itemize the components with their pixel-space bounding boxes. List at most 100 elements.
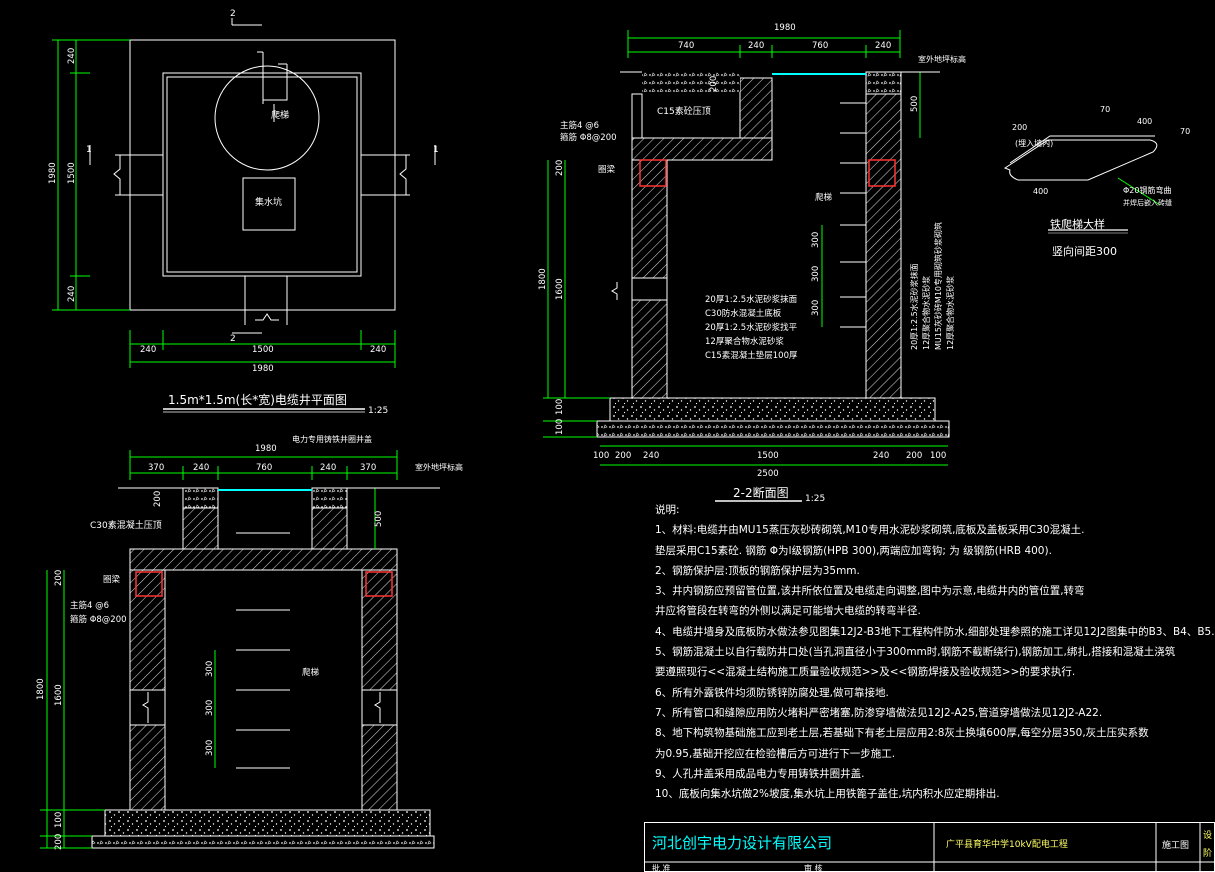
s22-wall-layer-2: MU15灰砂砖M10专用砌筑砂浆砌筑 xyxy=(933,222,943,350)
s22-ldim-100a: 100 xyxy=(555,399,565,415)
plan-ldim-1500: 1500 xyxy=(67,162,77,184)
s11-dim-total: 1980 xyxy=(255,444,277,454)
plan-manhole-cover xyxy=(214,65,320,171)
s11-mdim-2: 300 xyxy=(205,740,215,756)
plan-ldim-240b: 240 xyxy=(67,286,77,302)
s22-layer-1: C30防水混凝土底板 xyxy=(705,308,782,319)
s22-rebar2: 箍筋 Φ8@200 xyxy=(560,132,617,143)
s11-ldim-1600: 1600 xyxy=(54,684,64,706)
s22-layer-2: 20厚1:2.5水泥砂浆找平 xyxy=(705,322,798,333)
notes-line-5: 4、电缆井墙身及底板防水做法参见图集12J2-B3地下工程构件防水,细部处理参照… xyxy=(655,625,1215,638)
notes-line-3: 3、井内钢筋应预留管位置,该井所依位置及电缆走向调整,图中为示意,电缆井内的管位… xyxy=(655,585,1085,598)
detail-spacing: 竖向间距300 xyxy=(1052,244,1117,258)
plan-inner-wall xyxy=(162,72,362,277)
corner-label-2: 阶 xyxy=(1203,849,1213,859)
s22-bdim-0: 100 xyxy=(593,451,609,461)
notes-line-10: 8、地下构筑物基础施工应到老土层,若基础下有老土层应用2:8灰土换填600厚,每… xyxy=(655,727,1149,740)
s11-rebar2: 箍筋 Φ8@200 xyxy=(70,614,127,625)
title-block: 河北创宇电力设计有限公司 广平县育华中学10kV配电工程 施工图 设 阶 批 准… xyxy=(644,822,1215,872)
detail-note: 并焊后嵌入砖缝 xyxy=(1123,198,1172,207)
plan-dim-total: 1980 xyxy=(252,364,274,374)
s22-ring: 圈梁 xyxy=(598,165,616,175)
s11-ladder: 爬梯 xyxy=(302,667,320,678)
s22-layer-4: C15素混凝土垫层100厚 xyxy=(705,350,798,361)
s22-ring-left xyxy=(639,159,667,187)
s22-ldim-200a: 200 xyxy=(709,76,719,92)
s22-wall-layer-3: 12厚聚合物水泥砂浆 xyxy=(945,276,955,350)
s11-ldim-200a: 200 xyxy=(153,491,163,507)
plan-dim-240b: 240 xyxy=(370,345,386,355)
notes-line-6: 5、钢筋混凝土以自行载防井口处(当孔洞直径小于300mm时,钢筋不截断绕行),钢… xyxy=(655,646,1176,659)
detail-embed: (埋入墙内) xyxy=(1015,138,1053,148)
s22-ring-right xyxy=(868,159,896,187)
s22-wall-layer-0: 20厚1:2.5水泥砂浆抹面 xyxy=(909,263,919,350)
s22-bdim-4: 240 xyxy=(873,451,889,461)
s11-dim-3: 240 xyxy=(320,463,336,473)
s11-ladder xyxy=(236,532,290,769)
s22-bdim-3: 1500 xyxy=(757,451,779,461)
corner-label: 设 xyxy=(1203,831,1213,841)
s11-ldim-200c: 200 xyxy=(54,834,64,850)
detail-title: 铁爬梯大样 xyxy=(1050,217,1105,231)
project-name: 广平县育华中学10kV配电工程 xyxy=(946,840,1068,850)
s11-ring-left xyxy=(135,571,163,597)
row2-b: 审 核 xyxy=(804,864,823,872)
s22-mdim-2: 300 xyxy=(811,300,821,316)
notes-line-4: 井应将管段在转弯的外侧以满足可能增大电缆的转弯半径. xyxy=(655,605,921,618)
s22-dim-760: 760 xyxy=(812,41,828,51)
s22-c15: C15素砼压顶 xyxy=(657,105,711,117)
plan-title: 1.5m*1.5m(长*宽)电缆井平面图 xyxy=(168,392,347,407)
s22-rdim-500: 500 xyxy=(910,96,920,112)
plan-scale: 1:25 xyxy=(368,406,388,416)
s22-bdim-2: 240 xyxy=(643,451,659,461)
stage-label: 施工图 xyxy=(1162,841,1190,851)
s22-ldim-total: 1800 xyxy=(538,268,548,290)
s22-layer-0: 20厚1:2.5水泥砂浆抹面 xyxy=(705,294,798,305)
notes-block: 说明: 1、材料:电缆井由MU15蒸压灰砂砖砌筑,M10专用水泥砂浆砌筑,底板及… xyxy=(655,500,1215,804)
plan-sec1-left: 1 xyxy=(86,145,92,155)
row2-a: 批 准 xyxy=(652,864,671,872)
s11-dim-1: 240 xyxy=(193,463,209,473)
notes-heading: 说明: xyxy=(655,504,680,516)
s11-rdim-500: 500 xyxy=(374,511,384,527)
s22-layer-3: 12厚聚合物水泥砂浆 xyxy=(705,336,784,347)
s11-ldim-200b: 200 xyxy=(54,570,64,586)
s22-ldim-200b: 200 xyxy=(555,160,565,176)
s22-dim-240a: 240 xyxy=(748,41,764,51)
company-name: 河北创宇电力设计有限公司 xyxy=(652,834,833,852)
plan-sump xyxy=(242,177,296,231)
s11-dim-0: 370 xyxy=(148,463,164,473)
notes-line-12: 9、人孔井盖采用成品电力专用铸铁井圈井盖. xyxy=(655,767,865,780)
s22-ldim-100b: 100 xyxy=(555,419,565,435)
detail-d2: 70 xyxy=(1100,105,1110,114)
s11-dim-2: 760 xyxy=(256,463,272,473)
notes-line-11: 为0.95,基础开挖应在检验槽后方可进行下一步施工. xyxy=(655,747,896,760)
s22-rebar1: 主筋4 @6 xyxy=(560,120,599,131)
plan-ldim-total: 1980 xyxy=(48,162,58,184)
s11-ring-right xyxy=(365,571,393,597)
s22-scale: 1:25 xyxy=(805,494,825,504)
detail-d3: 400 xyxy=(1137,117,1152,126)
s22-ladder: 爬梯 xyxy=(815,192,833,203)
ladder-detail xyxy=(1003,135,1161,234)
s11-cover-label: 电力专用铸铁井圈井盖 xyxy=(292,434,372,444)
plan-sec2-top: 2 xyxy=(230,9,236,19)
plan-dim-240a: 240 xyxy=(140,345,156,355)
s22-base-slab xyxy=(609,397,936,422)
s11-base-slab xyxy=(104,809,431,837)
detail-d5: 400 xyxy=(1033,187,1048,196)
s11-dim-4: 370 xyxy=(360,463,376,473)
s22-wall-right xyxy=(865,71,902,399)
plan-view xyxy=(52,18,436,368)
plan-dim-1500: 1500 xyxy=(252,345,274,355)
s22-bdim-5: 200 xyxy=(906,451,922,461)
detail-d1: 200 xyxy=(1012,123,1027,132)
notes-line-13: 10、底板向集水坑做2%坡度,集水坑上用铁篦子盖住,坑内积水应定期排出. xyxy=(655,788,1000,801)
notes-line-7: 要遵照现行<<混凝土结构施工质量验收规范>>及<<钢筋焊接及验收规范>>的要求执… xyxy=(655,666,1076,679)
notes-line-0: 1、材料:电缆井由MU15蒸压灰砂砖砌筑,M10专用水泥砂浆砌筑,底板及盖板采用… xyxy=(655,524,1085,537)
s22-cushion xyxy=(596,420,950,438)
s22-ldim-1600: 1600 xyxy=(555,278,565,300)
notes-line-2: 2、钢筋保护层:顶板的钢筋保护层为35mm. xyxy=(655,564,860,577)
